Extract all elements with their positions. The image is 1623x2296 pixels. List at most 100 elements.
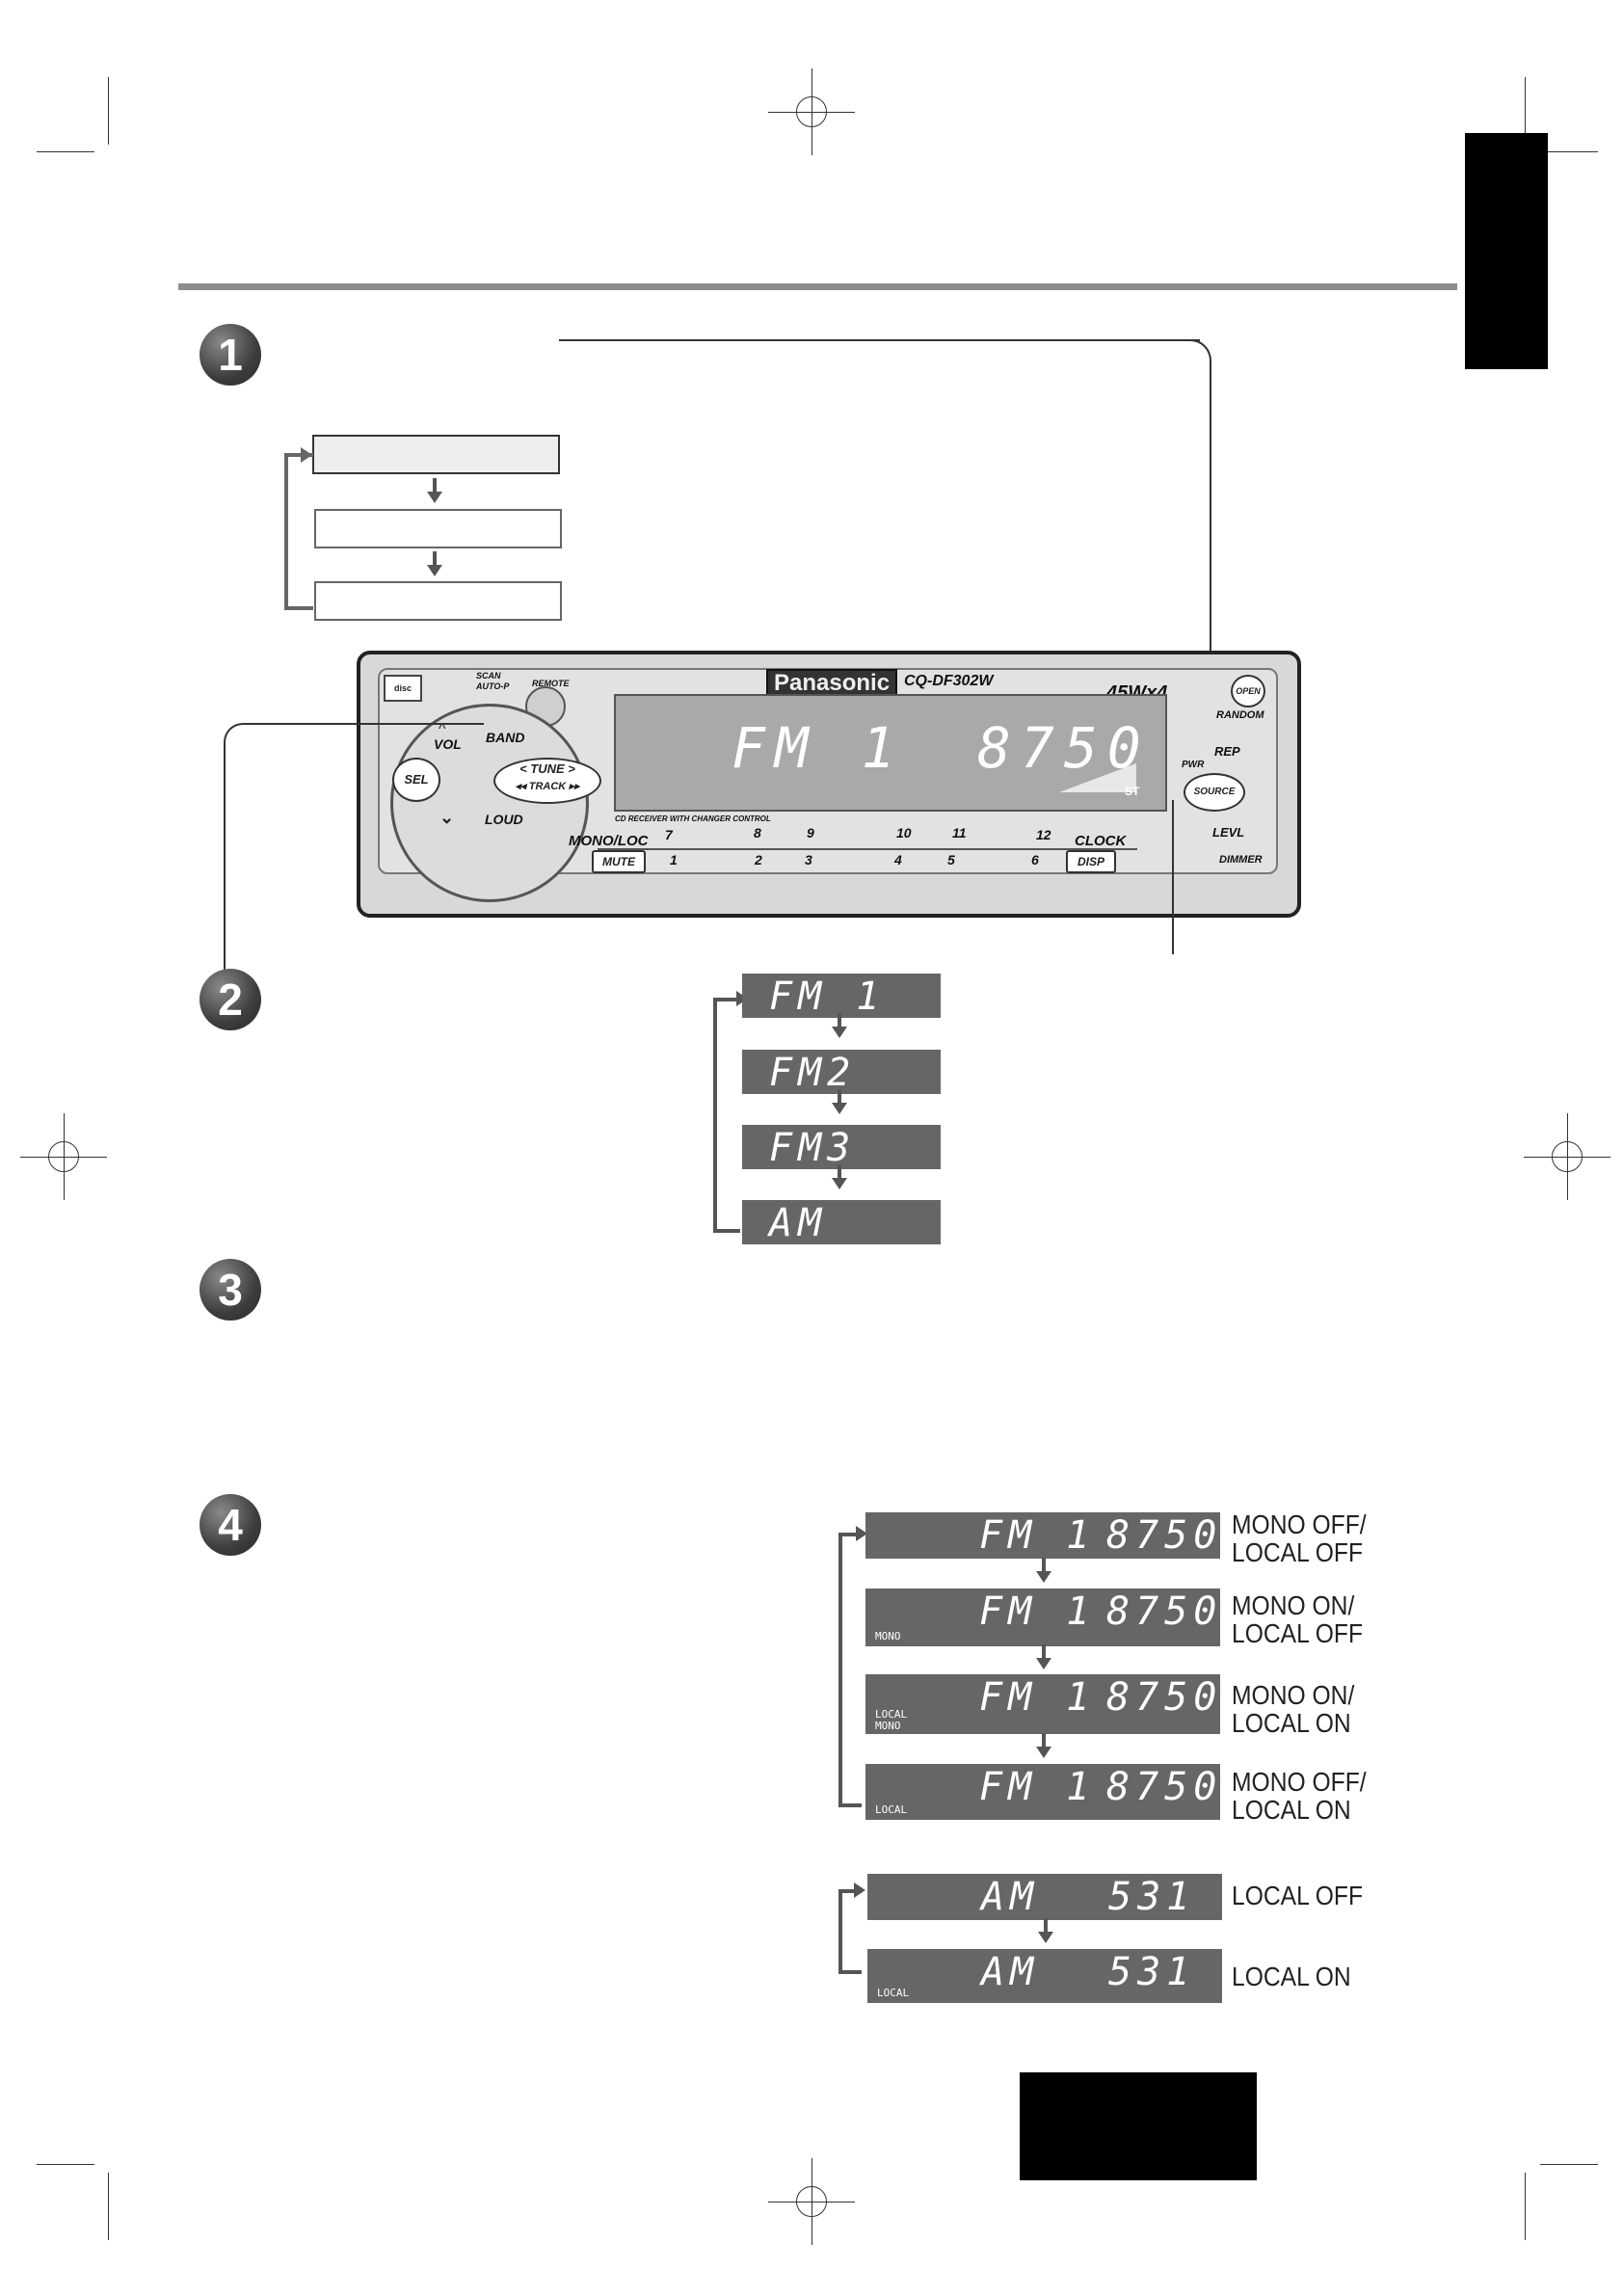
loud-button[interactable]: LOUD bbox=[485, 812, 523, 827]
scan-label: SCAN bbox=[476, 671, 501, 681]
mono-local-strip-3: FM 1 8750 LOCAL MONO bbox=[865, 1674, 1220, 1734]
crop-mark bbox=[1525, 77, 1526, 145]
lcd-band: FM 1 bbox=[732, 715, 905, 781]
mute-button[interactable]: MUTE bbox=[592, 850, 646, 873]
lcd-display: FM 1 8750 ST bbox=[614, 694, 1167, 812]
am-local-label-2: LOCAL ON bbox=[1232, 1962, 1351, 1991]
open-button[interactable]: OPEN bbox=[1231, 675, 1265, 707]
band-strip-fm2: FM2 bbox=[742, 1050, 941, 1095]
mono-local-label-4a: MONO OFF/ bbox=[1232, 1767, 1367, 1797]
leader-line bbox=[243, 723, 484, 725]
loop-bracket bbox=[713, 998, 740, 1233]
mono-local-label-1a: MONO OFF/ bbox=[1232, 1509, 1367, 1539]
source-button[interactable]: SOURCE bbox=[1184, 773, 1245, 812]
vol-up-button[interactable]: VOL bbox=[434, 736, 462, 752]
am-local-strip-1: AM 531 bbox=[867, 1874, 1222, 1920]
preset-button-2[interactable]: 2 bbox=[755, 852, 762, 868]
crop-mark bbox=[37, 151, 94, 152]
brand-logo: Panasonic bbox=[766, 669, 898, 698]
disc-logo-icon: disc bbox=[384, 675, 422, 702]
track-label: ◂◂ TRACK ▸▸ bbox=[515, 781, 580, 792]
leader-line bbox=[559, 339, 1200, 341]
loop-bracket bbox=[838, 1533, 862, 1807]
step-4-badge: 4 bbox=[200, 1494, 261, 1556]
language-tab bbox=[1465, 133, 1548, 369]
crop-mark bbox=[37, 2164, 94, 2165]
mono-local-label-2b: LOCAL OFF bbox=[1232, 1618, 1364, 1648]
band-button[interactable]: BAND bbox=[486, 730, 525, 745]
sel-button[interactable]: SEL bbox=[392, 758, 440, 802]
loop-arrow-icon bbox=[301, 447, 312, 463]
down-arrow-icon bbox=[832, 1164, 847, 1189]
dimmer-label: DIMMER bbox=[1219, 854, 1263, 866]
chevron-down-icon[interactable]: ⌄ bbox=[439, 808, 455, 827]
mono-loc-label: MONO/LOC bbox=[569, 833, 649, 849]
leader-line bbox=[224, 723, 249, 748]
random-button[interactable]: RANDOM bbox=[1216, 709, 1264, 721]
crop-mark bbox=[108, 2173, 109, 2240]
band-strip-fm3: FM3 bbox=[742, 1125, 941, 1170]
band-strip-am: AM bbox=[742, 1200, 941, 1245]
chevron-up-icon: ^ bbox=[439, 721, 446, 737]
preset-button-1[interactable]: 1 bbox=[670, 852, 678, 868]
remote-label: REMOTE bbox=[532, 679, 570, 688]
pwr-label: PWR bbox=[1182, 760, 1205, 770]
down-arrow-icon bbox=[832, 1089, 847, 1114]
down-arrow-icon bbox=[1036, 1558, 1051, 1583]
rep-button[interactable]: REP bbox=[1214, 744, 1240, 759]
crop-mark bbox=[1525, 2173, 1526, 2240]
mono-local-label-1b: LOCAL OFF bbox=[1232, 1537, 1364, 1567]
preset-10: 10 bbox=[896, 825, 912, 841]
preset-7: 7 bbox=[665, 827, 673, 842]
header-rule bbox=[178, 283, 1457, 290]
page-number-box bbox=[1020, 2072, 1257, 2180]
preset-8: 8 bbox=[754, 825, 761, 841]
registration-mark bbox=[1524, 1113, 1610, 1200]
loop-arrow-icon bbox=[856, 1526, 867, 1541]
crop-mark bbox=[1540, 151, 1598, 152]
clock-label: CLOCK bbox=[1075, 833, 1127, 849]
preset-bar bbox=[598, 848, 1137, 877]
caption-label: CD RECEIVER WITH CHANGER CONTROL bbox=[615, 814, 771, 823]
step-3-badge: 3 bbox=[200, 1259, 261, 1321]
mono-local-label-4b: LOCAL ON bbox=[1232, 1795, 1351, 1825]
preset-button-6[interactable]: 6 bbox=[1031, 852, 1039, 868]
down-arrow-icon bbox=[1038, 1918, 1053, 1943]
leader-line bbox=[1181, 339, 1211, 370]
autop-label: AUTO-P bbox=[476, 681, 510, 691]
registration-mark bbox=[768, 68, 855, 155]
signal-meter-icon bbox=[1059, 763, 1136, 792]
levl-button[interactable]: LEVL bbox=[1212, 825, 1245, 840]
source-flow-box-3 bbox=[314, 581, 562, 621]
mono-local-label-3b: LOCAL ON bbox=[1232, 1708, 1351, 1738]
preset-9: 9 bbox=[807, 825, 814, 841]
crop-mark bbox=[108, 77, 109, 145]
mono-local-label-2a: MONO ON/ bbox=[1232, 1590, 1355, 1620]
source-flow-box-1 bbox=[312, 435, 560, 474]
disp-button[interactable]: DISP bbox=[1066, 850, 1116, 873]
registration-mark bbox=[20, 1113, 107, 1200]
step-2-badge: 2 bbox=[200, 969, 261, 1030]
source-flow-box-2 bbox=[314, 509, 562, 548]
leader-line bbox=[1210, 366, 1211, 781]
step-1-badge: 1 bbox=[200, 324, 261, 386]
registration-mark bbox=[768, 2158, 855, 2245]
preset-button-5[interactable]: 5 bbox=[947, 852, 955, 868]
down-arrow-icon bbox=[427, 478, 442, 503]
am-local-strip-2: AM 531 LOCAL bbox=[867, 1949, 1222, 2003]
preset-button-3[interactable]: 3 bbox=[805, 852, 812, 868]
am-local-label-1: LOCAL OFF bbox=[1232, 1881, 1364, 1910]
loop-bracket bbox=[284, 453, 313, 610]
tune-track-button[interactable]: < TUNE > ◂◂ TRACK ▸▸ bbox=[493, 758, 601, 804]
down-arrow-icon bbox=[427, 551, 442, 576]
leader-line bbox=[224, 742, 226, 974]
preset-12: 12 bbox=[1036, 827, 1051, 842]
down-arrow-icon bbox=[1036, 1644, 1051, 1669]
band-strip-fm1: FM 1 bbox=[742, 974, 941, 1019]
stereo-indicator: ST bbox=[1125, 785, 1140, 798]
band-cycle: FM 1 FM2 FM3 AM bbox=[713, 974, 945, 1245]
mono-local-strip-1: FM 1 8750 bbox=[865, 1512, 1220, 1559]
down-arrow-icon bbox=[1036, 1733, 1051, 1758]
preset-button-4[interactable]: 4 bbox=[894, 852, 902, 868]
model-label: CQ-DF302W bbox=[904, 673, 994, 689]
